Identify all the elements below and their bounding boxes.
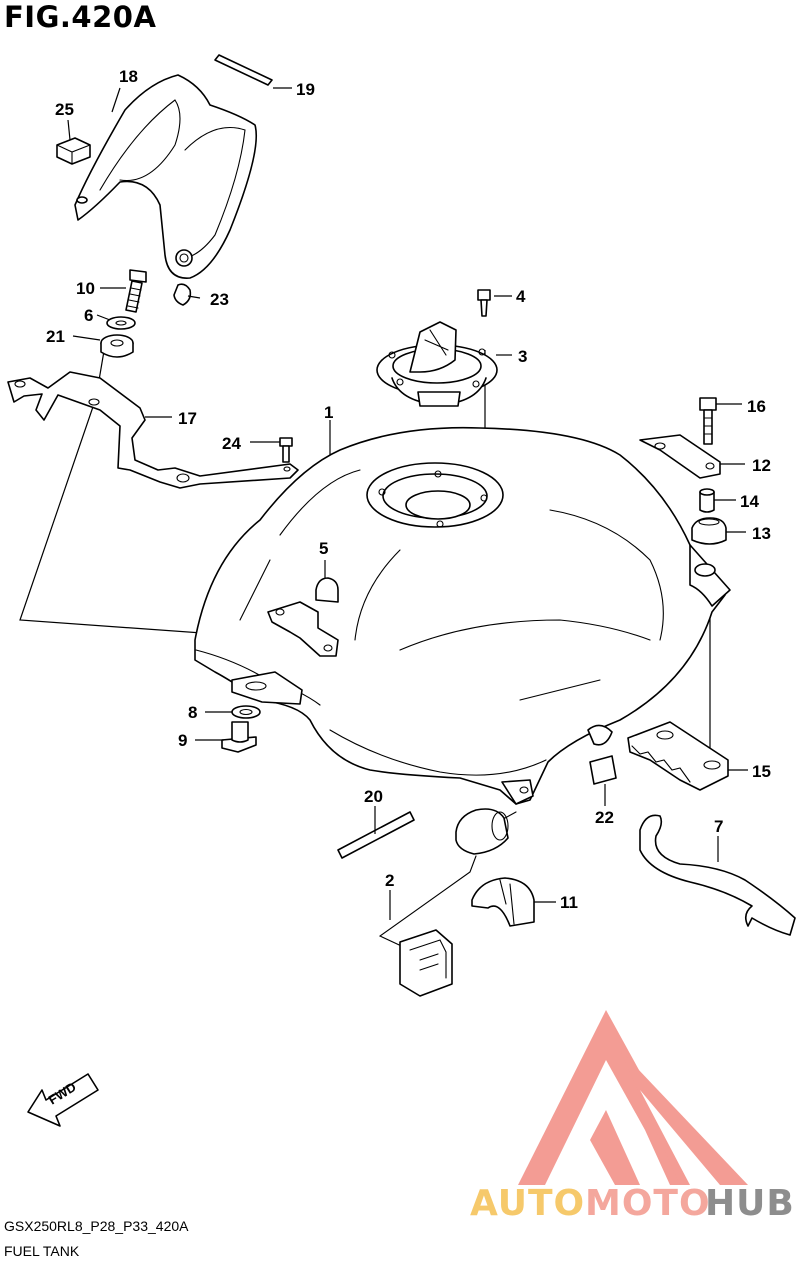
screw-part: [279, 437, 293, 463]
rear-bracket-part: [627, 721, 729, 791]
callout-17: 17: [178, 409, 197, 428]
bolt-part: [125, 269, 147, 313]
callout-6: 6: [84, 306, 93, 325]
callout-4: 4: [516, 287, 526, 306]
callout-20: 20: [364, 787, 383, 806]
cushion-13-part: [691, 517, 727, 545]
bolt-16-part: [699, 397, 717, 445]
callout-22: 22: [595, 808, 614, 827]
seal-strip-part: [337, 811, 415, 859]
watermark-auto: AUTO: [470, 1183, 585, 1224]
grommet-part: [100, 334, 134, 358]
callout-5: 5: [319, 539, 328, 558]
callout-7: 7: [714, 817, 723, 836]
pad-part: [589, 755, 617, 785]
callout-3: 3: [518, 347, 527, 366]
callout-9: 9: [178, 731, 187, 750]
forward-arrow-icon: FWD: [27, 1073, 99, 1127]
callout-24: 24: [222, 434, 241, 453]
diagram-caption: FUEL TANK: [4, 1243, 80, 1259]
callout-13: 13: [752, 524, 771, 543]
fuel-cap-part: [376, 321, 498, 407]
collar-part: [221, 721, 257, 753]
spacer-part: [699, 488, 715, 513]
mount-bracket-part: [639, 434, 721, 479]
cap-screw-part: [477, 289, 491, 317]
figure-title: FIG.420A: [4, 0, 157, 34]
washer-part: [106, 316, 136, 330]
callout-10: 10: [76, 279, 95, 298]
callout-2: 2: [385, 871, 394, 890]
callout-18: 18: [119, 67, 138, 86]
callout-21: 21: [46, 327, 65, 346]
tank-label-part: [267, 601, 339, 657]
breather-hose-part: [639, 814, 796, 936]
callout-19: 19: [296, 80, 315, 99]
callout-16: 16: [747, 397, 766, 416]
bracket-part: [7, 371, 299, 489]
fuel-gauge-part: [378, 808, 517, 997]
callout-1: 1: [324, 403, 333, 422]
tank-cover-part: [74, 74, 258, 279]
tank-cushion-part: [315, 577, 339, 603]
diagram-code: GSX250RL8_P28_P33_420A: [4, 1218, 189, 1234]
callout-11: 11: [560, 893, 578, 912]
callout-leaders: [67, 87, 748, 920]
damper-part: [231, 705, 261, 719]
callout-8: 8: [188, 703, 197, 722]
watermark-moto: MOTO: [585, 1183, 711, 1224]
callout-25: 25: [55, 100, 74, 119]
fuel-tank-part: [194, 426, 731, 805]
rubber-strip-part: [214, 54, 273, 86]
watermark-logo-icon: [518, 1010, 748, 1185]
callout-15: 15: [752, 762, 771, 781]
clip-part: [173, 283, 192, 306]
watermark-hub: HUB: [705, 1183, 795, 1224]
callout-14: 14: [740, 492, 759, 511]
callout-12: 12: [752, 456, 771, 475]
cushion-block-part: [56, 137, 91, 165]
hose-clamp-part: [471, 877, 535, 927]
callout-23: 23: [210, 290, 229, 309]
